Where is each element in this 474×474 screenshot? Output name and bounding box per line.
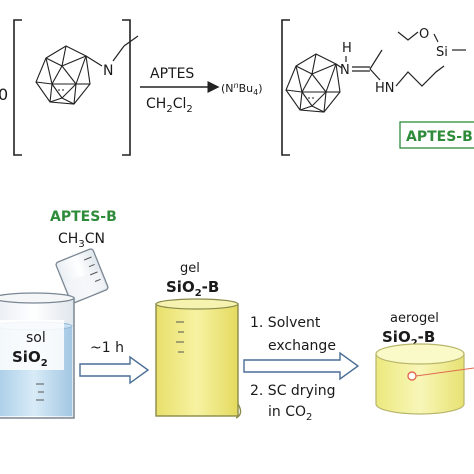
reactant-carborane-cage [35, 45, 91, 105]
step1-line2: exchange [268, 338, 336, 354]
reactant-bracket-right [122, 19, 131, 156]
sol-word: sol [26, 330, 46, 346]
left-charge-label: 0 [0, 85, 8, 104]
counter-ion-label: (NnBu4) [221, 81, 263, 97]
aerogel-sample-dot [407, 371, 417, 381]
sol-label-backdrop [0, 320, 64, 370]
cage-to-imine-bond [335, 63, 343, 69]
nitrile-triple-bond [112, 45, 125, 62]
reactant-bracket-left [13, 19, 22, 156]
propyl-chain [395, 65, 445, 87]
step1-line1: 1. Solvent [250, 315, 321, 331]
added-reagent-label: APTES-B [50, 209, 117, 225]
amidine-methyl-bond [369, 49, 383, 70]
step2-line1: 2. SC drying [250, 383, 336, 399]
aerogel-pointer-line [415, 367, 474, 377]
time-label: ~1 h [90, 340, 124, 356]
added-solvent-label: CH3CN [58, 231, 105, 250]
aerogel-word: aerogel [390, 311, 439, 326]
amidine-c-nh-bond [369, 68, 381, 81]
step2-line2: in CO2 [268, 404, 312, 423]
aerogel-cylinder [375, 343, 474, 415]
product-carborane-cage [285, 53, 341, 113]
product-h-label: H [342, 41, 352, 56]
nitrile-n-label: N [103, 63, 113, 79]
product-bracket-left [281, 19, 290, 156]
ethoxy-chain [397, 31, 419, 41]
cage-to-n-bond [85, 55, 103, 67]
product-label: APTES-B [406, 129, 473, 145]
pouring-beaker [55, 248, 109, 304]
si-o-bond [433, 33, 439, 43]
hollow-arrow-1 [79, 355, 150, 385]
reagent-label: APTES [150, 66, 194, 82]
gel-beaker [155, 298, 242, 419]
gel-word: gel [180, 261, 200, 276]
sol-name: SiO2 [12, 348, 48, 369]
product-label-box [399, 121, 474, 149]
reaction-solvent-label: CH2Cl2 [146, 96, 193, 115]
product-si-label: Si [436, 45, 448, 60]
product-n-label: N [340, 63, 350, 78]
product-hn-label: HN [375, 81, 395, 96]
nitrile-methyl-bond [123, 35, 139, 47]
product-o-label: O [419, 27, 429, 42]
hollow-arrow-2 [243, 351, 360, 381]
gel-name: SiO2-B [166, 278, 219, 299]
